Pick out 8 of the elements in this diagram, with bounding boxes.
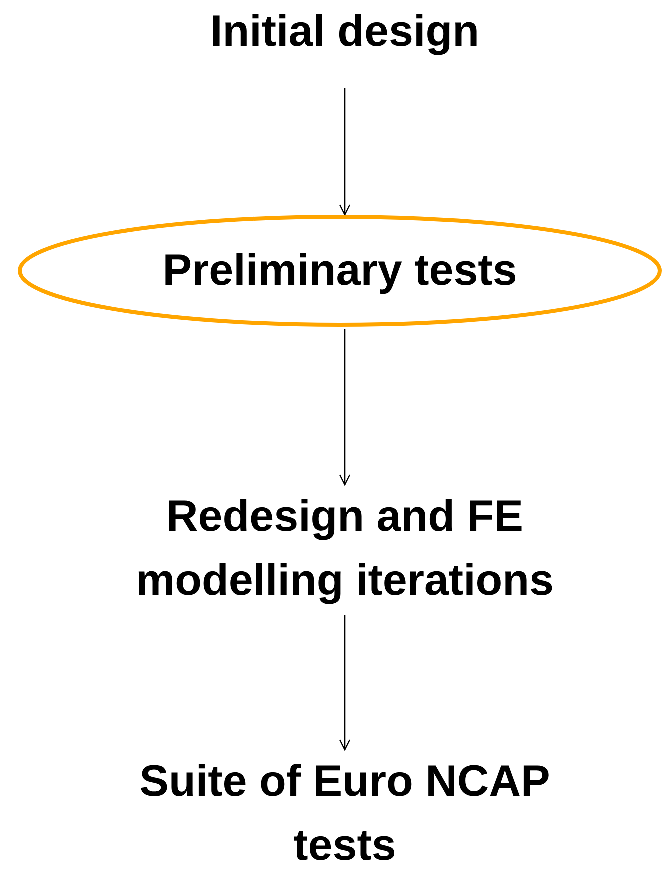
step-label: Suite of Euro NCAP tests — [138, 756, 552, 872]
arrow — [339, 88, 351, 216]
step-label: Redesign and FE modelling iterations — [134, 491, 556, 607]
step-label: Preliminary tests — [162, 245, 518, 297]
step-label: Initial design — [210, 6, 480, 58]
arrow — [339, 615, 351, 751]
arrow — [339, 329, 351, 486]
ellipse-node — [18, 215, 662, 327]
